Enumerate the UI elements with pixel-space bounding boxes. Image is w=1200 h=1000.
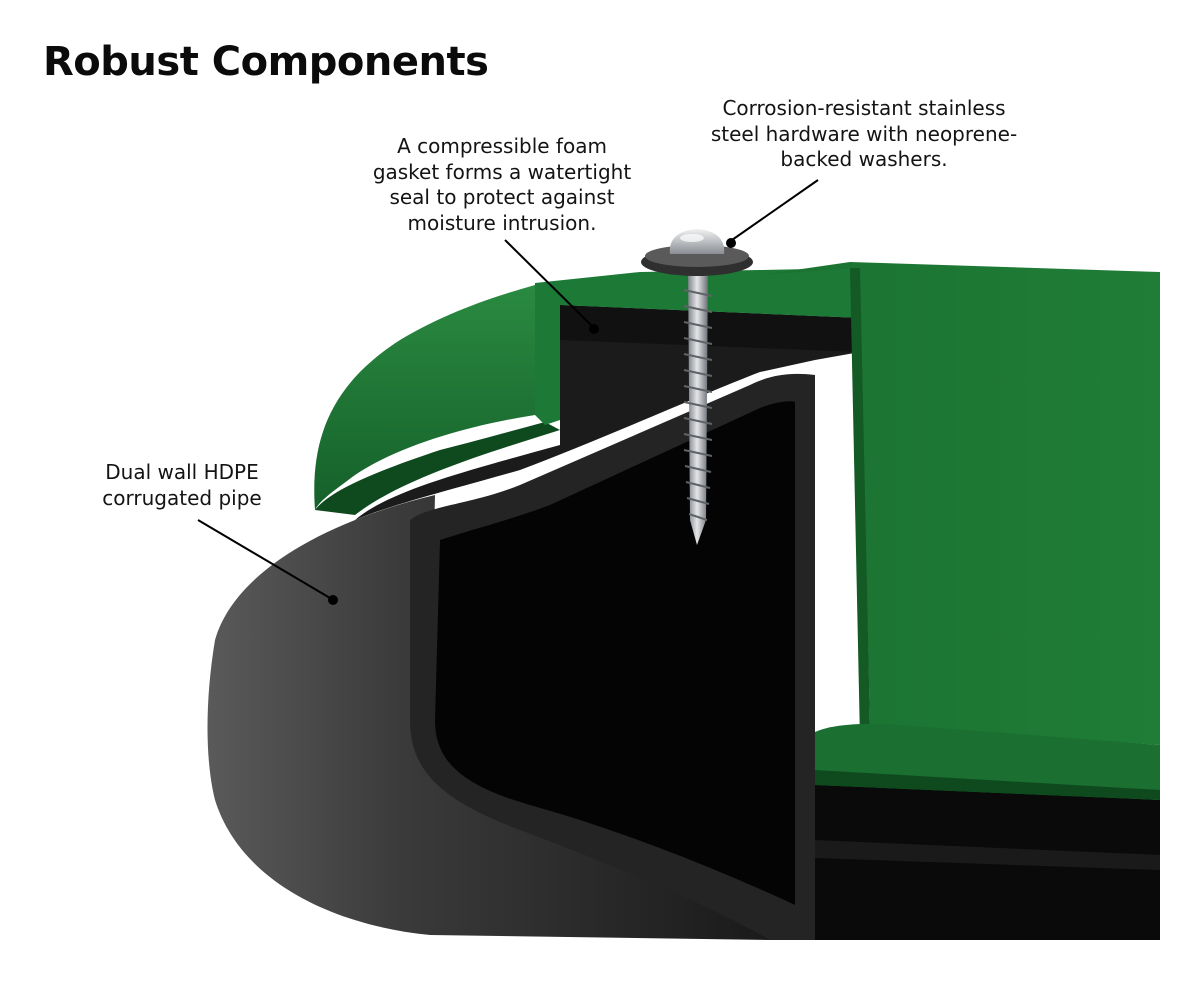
foam-gasket xyxy=(355,305,860,520)
lid-face xyxy=(760,262,1160,745)
hardware-callout: Corrosion-resistant stainless steel hard… xyxy=(694,96,1034,173)
hardware-callout-line: backed washers. xyxy=(780,147,948,171)
gasket-leader-dot xyxy=(589,324,599,334)
hardware-leader-dot xyxy=(726,238,736,248)
lid-rim-underside xyxy=(315,422,560,515)
pipe-callout: Dual wall HDPE corrugated pipe xyxy=(82,460,282,511)
gasket-leader-line xyxy=(504,239,593,327)
lid-rim xyxy=(314,285,535,510)
lid-face-edge xyxy=(850,268,870,740)
gasket-callout-line: gasket forms a watertight xyxy=(372,159,632,184)
pipe-leader-line xyxy=(197,519,331,599)
pipe-leader-dot xyxy=(328,595,338,605)
gasket-callout-line: moisture intrusion. xyxy=(407,210,597,235)
pipe-base-band xyxy=(815,840,1160,870)
screw-shaft xyxy=(688,262,708,545)
screw-threads xyxy=(683,289,713,521)
leader-lines xyxy=(197,179,819,599)
hardware-callout-line: Corrosion-resistant stainless xyxy=(722,96,1006,120)
lid-lower-lip-shadow xyxy=(815,770,1160,800)
hardware-leader-line xyxy=(731,179,819,241)
pipe-callout-line: Dual wall HDPE xyxy=(105,460,259,484)
pipe-outer-wall xyxy=(207,495,770,940)
hardware-callout-line: steel hardware with neoprene- xyxy=(710,121,1018,146)
pipe-callout-line: corrugated pipe xyxy=(102,485,262,510)
page-title: Robust Components xyxy=(43,39,489,85)
gasket-callout-line: seal to protect against xyxy=(389,185,615,209)
lid-section xyxy=(535,268,860,425)
gasket-callout-line: A compressible foam xyxy=(397,134,607,158)
gasket-callout: A compressible foam gasket forms a water… xyxy=(352,134,652,236)
screw-cap-highlight xyxy=(680,234,704,242)
pipe-interior xyxy=(435,401,795,905)
